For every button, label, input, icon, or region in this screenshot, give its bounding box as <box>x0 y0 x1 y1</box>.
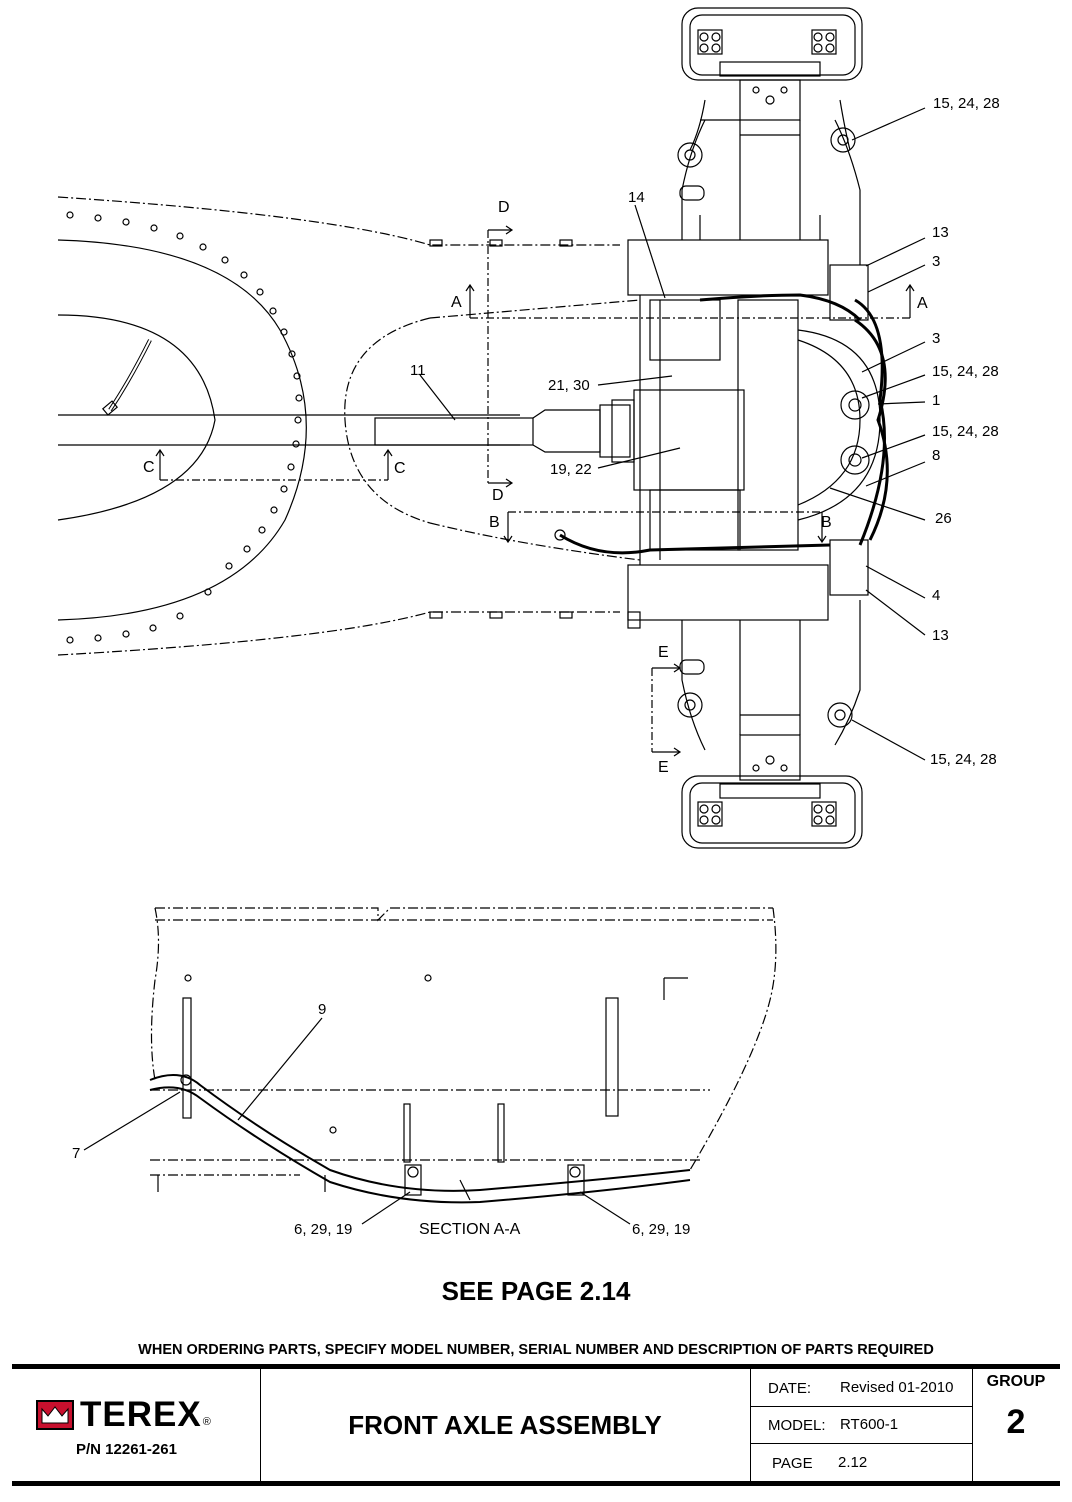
info-cell: DATE: Revised 01-2010 MODEL: RT600-1 PAG… <box>750 1369 973 1481</box>
date-label: DATE: <box>768 1380 812 1397</box>
callout: 19, 22 <box>550 461 592 478</box>
callout: 13 <box>932 224 949 241</box>
lower-wheel-end <box>677 600 863 849</box>
callout: 9 <box>318 1001 326 1018</box>
leader-lines-upper <box>419 107 926 761</box>
callout: 4 <box>932 587 940 604</box>
date-value: Revised 01-2010 <box>840 1379 954 1396</box>
callout: 6, 29, 19 <box>632 1221 690 1238</box>
logo-wordmark: TEREX <box>80 1395 202 1434</box>
model-value: RT600-1 <box>840 1416 899 1433</box>
callout: 14 <box>628 189 645 206</box>
crown-icon <box>36 1399 74 1430</box>
group-value: 2 <box>1006 1403 1026 1441</box>
section-cut-lines <box>160 230 910 752</box>
callout: 15, 24, 28 <box>932 423 999 440</box>
callout: 6, 29, 19 <box>294 1221 352 1238</box>
front-axle-drawing: 15, 24, 28 14 13 3 3 15, 24, 28 1 15, 24… <box>57 7 1000 1238</box>
title-block: TEREX ® P/N 12261-261 FRONT AXLE ASSEMBL… <box>12 1364 1060 1486</box>
section-mark-c: C <box>143 459 155 476</box>
section-a-a-view <box>83 907 777 1225</box>
page-row: PAGE 2.12 <box>750 1444 972 1481</box>
part-number: P/N 12261-261 <box>76 1441 177 1458</box>
section-letters: D D A A C C B B E E <box>143 199 928 776</box>
bolt-circle <box>66 211 303 644</box>
callout: 7 <box>72 1145 80 1162</box>
model-label: MODEL: <box>768 1417 826 1434</box>
group-cell: GROUP 2 <box>972 1369 1060 1481</box>
date-row: DATE: Revised 01-2010 <box>750 1369 972 1407</box>
section-mark-a: A <box>917 295 928 312</box>
callout: 13 <box>932 627 949 644</box>
model-row: MODEL: RT600-1 <box>750 1406 972 1444</box>
logo-cell: TEREX ® P/N 12261-261 <box>12 1369 261 1481</box>
terex-logo: TEREX ® <box>36 1397 211 1432</box>
callout: 1 <box>932 392 940 409</box>
ordering-instructions: WHEN ORDERING PARTS, SPECIFY MODEL NUMBE… <box>138 1342 934 1358</box>
section-mark-b: B <box>489 514 500 531</box>
section-mark-d: D <box>492 487 504 504</box>
section-mark-e: E <box>658 759 669 776</box>
registered-mark: ® <box>202 1416 211 1428</box>
section-mark-c: C <box>394 460 406 477</box>
upper-wheel-end <box>677 7 863 265</box>
callout-labels: 15, 24, 28 14 13 3 3 15, 24, 28 1 15, 24… <box>72 95 1000 1238</box>
axle-housing <box>429 239 889 629</box>
section-arrows <box>155 225 915 757</box>
see-page-note: SEE PAGE 2.14 <box>441 1276 631 1306</box>
section-mark-d: D <box>498 199 510 216</box>
callout: 26 <box>935 510 952 527</box>
callout: 15, 24, 28 <box>933 95 1000 112</box>
callout: 3 <box>932 253 940 270</box>
section-mark-e: E <box>658 644 669 661</box>
callout: 21, 30 <box>548 377 590 394</box>
section-label: SECTION A-A <box>419 1221 521 1238</box>
callout: 11 <box>410 362 426 379</box>
section-mark-a: A <box>451 294 462 311</box>
callout: 15, 24, 28 <box>930 751 997 768</box>
page-label: PAGE <box>772 1455 813 1472</box>
turntable <box>57 196 641 656</box>
page-value: 2.12 <box>838 1454 868 1471</box>
drawing-title: FRONT AXLE ASSEMBLY <box>260 1369 751 1481</box>
callout: 3 <box>932 330 940 347</box>
callout: 8 <box>932 447 940 464</box>
section-mark-b: B <box>821 514 832 531</box>
callout: 15, 24, 28 <box>932 363 999 380</box>
group-label: GROUP <box>986 1373 1046 1390</box>
